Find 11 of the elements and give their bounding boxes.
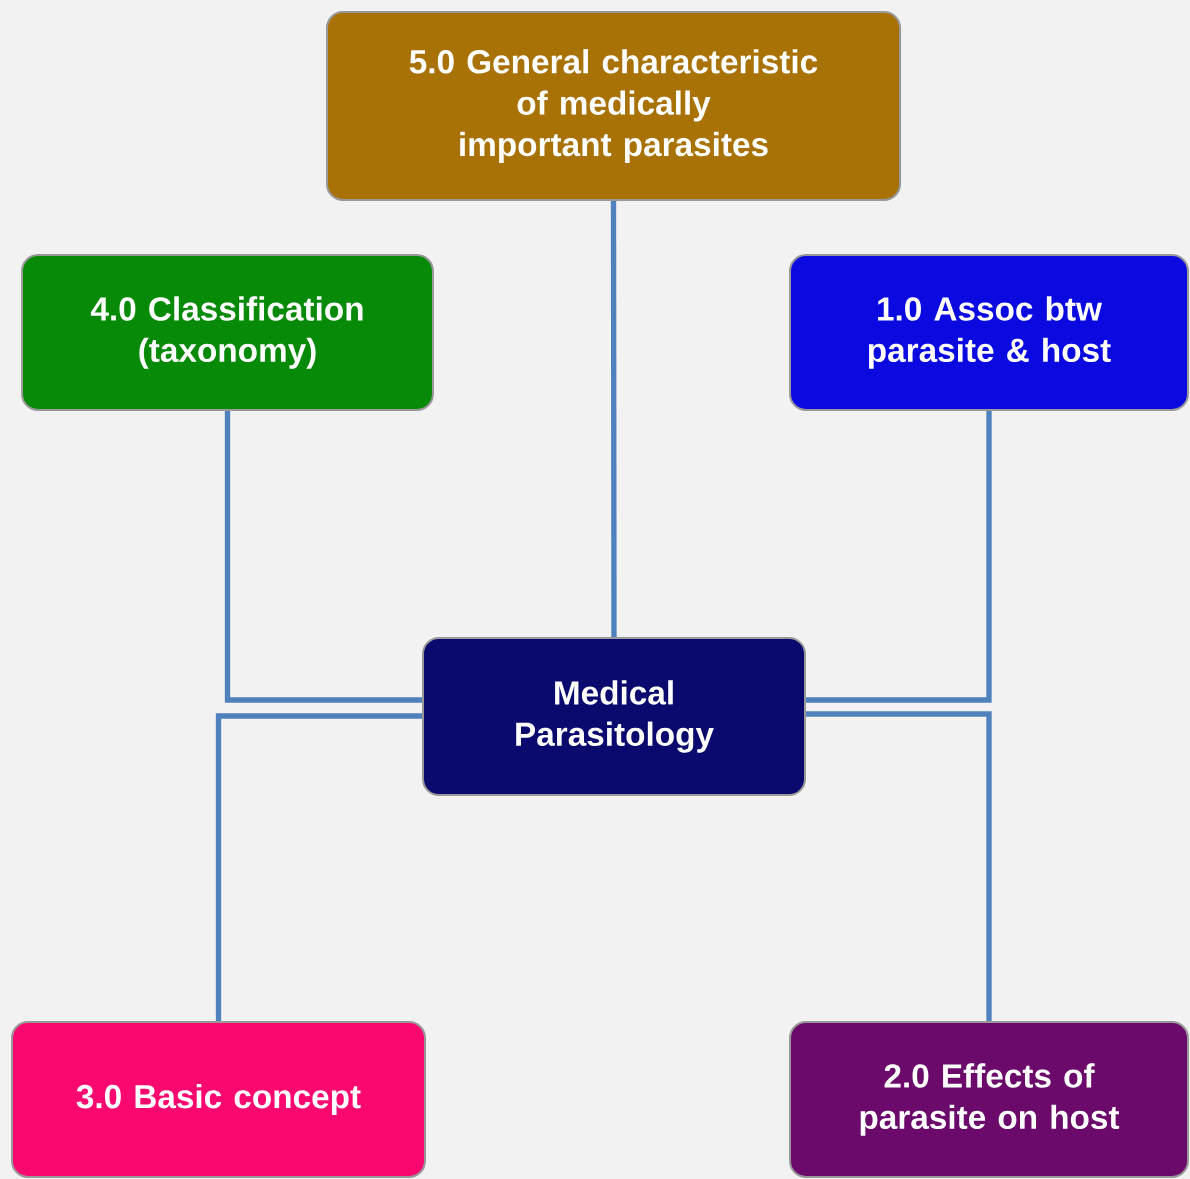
connector-line xyxy=(215,713,422,1022)
topic-box: 4.0 Classification (taxonomy) xyxy=(21,254,434,411)
topic-box: Medical Parasitology xyxy=(422,636,806,797)
topic-box: 1.0 Assoc btw parasite & host xyxy=(789,254,1189,411)
connector-line xyxy=(806,410,992,703)
connector-line xyxy=(806,711,992,1022)
topic-box: 3.0 Basic concept xyxy=(10,1021,427,1178)
connector-line xyxy=(610,201,617,637)
topic-box: 2.0 Effects of parasite on host xyxy=(789,1021,1189,1178)
topic-box: 5.0 General characteristic of medically important parasites xyxy=(325,11,902,201)
connector-line xyxy=(224,410,422,703)
